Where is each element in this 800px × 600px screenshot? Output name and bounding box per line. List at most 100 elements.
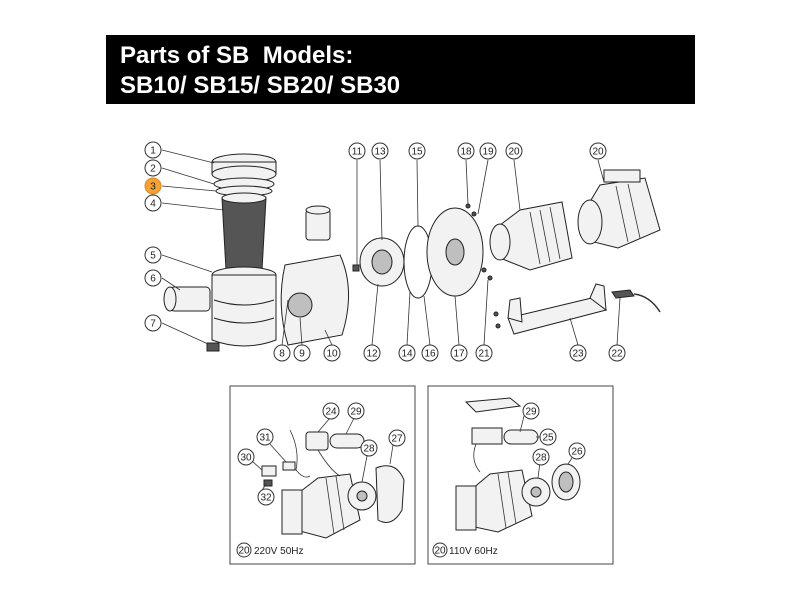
inset-220v-terminal <box>261 465 277 477</box>
callout-29-right[interactable]: 29 <box>522 402 540 420</box>
bolt-18-b <box>471 211 477 217</box>
callout-10[interactable]: 10 <box>323 344 341 362</box>
inset-110v-fan-hub <box>530 486 542 498</box>
callout-27[interactable]: 27 <box>388 429 406 447</box>
inset-110v-wire <box>473 443 481 473</box>
pump-body-port <box>287 292 313 318</box>
leader-7 <box>161 322 209 345</box>
washer-a <box>493 311 499 317</box>
inset-220v-fin-1 <box>325 477 335 535</box>
svg-text:13: 13 <box>374 147 386 158</box>
callout-20-center[interactable]: 20 <box>505 142 523 160</box>
motor-fin-2 <box>539 209 551 263</box>
base-bracket-left <box>507 297 523 323</box>
callout-1[interactable]: 1 <box>144 141 162 159</box>
union-end <box>163 286 177 312</box>
callout-26[interactable]: 26 <box>568 442 586 460</box>
callout-22[interactable]: 22 <box>608 344 626 362</box>
inset-110v-flange <box>455 485 477 531</box>
inset-110v-leader-29 <box>519 415 525 433</box>
svg-text:27: 27 <box>391 434 403 445</box>
callout-17[interactable]: 17 <box>450 344 468 362</box>
leader-4 <box>161 202 225 211</box>
bolt-21-a <box>481 267 487 273</box>
inset-220v-leader-28 <box>361 455 368 483</box>
svg-text:29: 29 <box>350 407 362 418</box>
inset-220v-leader-24 <box>317 417 331 433</box>
callout-7[interactable]: 7 <box>144 314 162 332</box>
svg-text:17: 17 <box>453 349 465 360</box>
svg-text:12: 12 <box>366 349 378 360</box>
leader-13 <box>379 159 383 241</box>
callout-5[interactable]: 5 <box>144 246 162 264</box>
motor-fin-4 <box>615 185 629 243</box>
callout-24[interactable]: 24 <box>322 402 340 420</box>
inset-110v-caption-circle <box>432 542 448 558</box>
svg-text:28: 28 <box>363 444 375 455</box>
svg-text:14: 14 <box>401 349 413 360</box>
leader-2 <box>161 167 215 185</box>
title-line-2: SB10/ SB15/ SB20/ SB30 <box>120 72 401 99</box>
callout-32[interactable]: 32 <box>257 488 275 506</box>
bolt-18-a <box>465 203 471 209</box>
inset-220v-caption-text: 220V 50Hz <box>254 546 303 557</box>
callout-15[interactable]: 15 <box>408 142 426 160</box>
svg-text:4: 4 <box>150 199 156 210</box>
inset-110v-caption-num: 20 <box>434 546 446 557</box>
callout-18[interactable]: 18 <box>457 142 475 160</box>
leader-18 <box>465 159 469 205</box>
callout-19[interactable]: 19 <box>479 142 497 160</box>
callout-29-left[interactable]: 29 <box>347 402 365 420</box>
leader-16 <box>423 295 431 346</box>
main-callouts: 1 2 3 4 5 6 7 8 9 10 11 12 13 14 15 16 1… <box>144 141 626 362</box>
inset-220v-fin-2 <box>335 475 345 531</box>
svg-text:26: 26 <box>571 447 583 458</box>
callout-11[interactable]: 11 <box>348 142 366 160</box>
callout-8[interactable]: 8 <box>273 344 291 362</box>
svg-text:22: 22 <box>611 349 623 360</box>
pot-rib-2 <box>213 317 275 324</box>
callout-23[interactable]: 23 <box>569 344 587 362</box>
motor-fin-3 <box>549 206 561 260</box>
leader-1 <box>161 149 215 164</box>
callout-30[interactable]: 30 <box>237 448 255 466</box>
inset-220v-switch <box>282 461 296 471</box>
inset-110v-fan-cover-grill <box>558 471 574 493</box>
inset-220v-capacitor <box>305 431 329 451</box>
svg-text:21: 21 <box>478 349 490 360</box>
cable-wire-drawing <box>633 293 661 313</box>
svg-text:23: 23 <box>572 349 584 360</box>
callout-2[interactable]: 2 <box>144 159 162 177</box>
leader-5 <box>161 254 213 273</box>
callout-4[interactable]: 4 <box>144 194 162 212</box>
bolt-drawing <box>352 264 360 272</box>
callout-20-right[interactable]: 20 <box>589 142 607 160</box>
callout-31[interactable]: 31 <box>256 428 274 446</box>
callout-28-right[interactable]: 28 <box>532 448 550 466</box>
leader-3 <box>161 185 217 192</box>
inset-220v-leader-31 <box>269 443 287 463</box>
inset-220v-caption: 20 220V 50Hz <box>236 542 303 558</box>
title-line-1: Parts of SB Models: <box>120 42 354 69</box>
callout-6[interactable]: 6 <box>144 269 162 287</box>
callout-12[interactable]: 12 <box>363 344 381 362</box>
svg-text:28: 28 <box>535 453 547 464</box>
svg-text:20: 20 <box>592 147 604 158</box>
callout-9[interactable]: 9 <box>293 344 311 362</box>
bolt-21-b <box>487 275 493 281</box>
callout-21[interactable]: 21 <box>475 344 493 362</box>
inset-110v-leader-26 <box>567 457 573 465</box>
callout-13[interactable]: 13 <box>371 142 389 160</box>
callout-25[interactable]: 25 <box>539 428 557 446</box>
callout-14[interactable]: 14 <box>398 344 416 362</box>
pot-rib-1 <box>213 299 275 306</box>
svg-text:2: 2 <box>150 164 156 175</box>
svg-text:5: 5 <box>150 251 156 262</box>
callout-28-left[interactable]: 28 <box>360 439 378 457</box>
leader-6 <box>161 277 181 291</box>
callout-3-highlighted[interactable]: 3 <box>144 177 162 195</box>
leader-10 <box>324 329 333 346</box>
svg-text:16: 16 <box>424 349 436 360</box>
callout-16[interactable]: 16 <box>421 344 439 362</box>
motor-fin-1 <box>529 211 541 265</box>
